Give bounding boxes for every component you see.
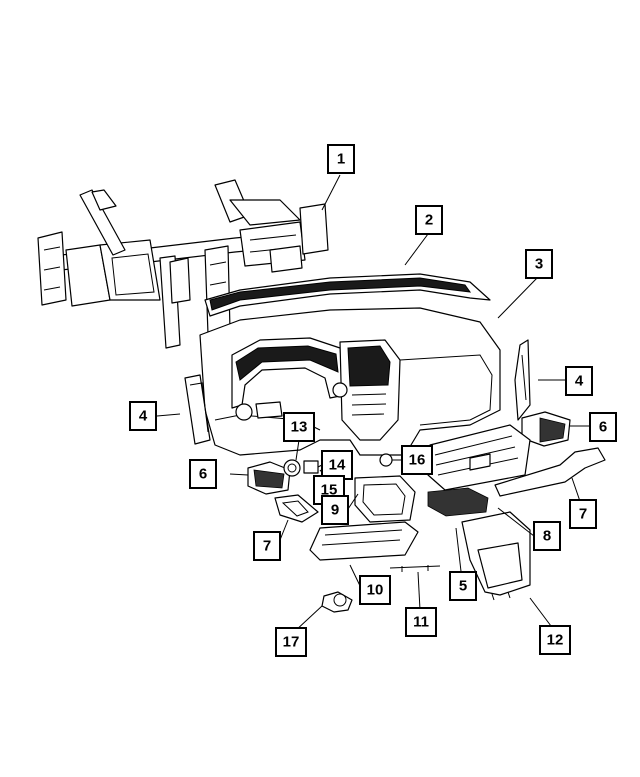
- part-console-trim: [461, 511, 531, 601]
- callout-2-label: 2: [425, 212, 433, 229]
- callout-11: 11: [405, 607, 437, 637]
- callout-6-right-label: 6: [599, 419, 607, 436]
- callout-12: 12: [539, 625, 571, 655]
- callout-14: 14: [321, 450, 353, 480]
- callout-16-label: 16: [409, 452, 426, 469]
- callout-17-label: 17: [283, 634, 300, 651]
- callout-14-label: 14: [329, 457, 346, 474]
- part-knob-16: [379, 453, 393, 467]
- part-end-cap-right: [514, 339, 531, 421]
- part-switch-13: [283, 459, 301, 477]
- callout-1: 1: [327, 144, 355, 174]
- part-center-bezel: [354, 475, 416, 523]
- callout-5: 5: [449, 571, 477, 601]
- callout-7-right: 7: [569, 499, 597, 529]
- callout-6-left: 6: [189, 459, 217, 489]
- part-top-cover-defroster: [204, 273, 491, 317]
- callout-10: 10: [359, 575, 391, 605]
- part-knee-bolster: [309, 521, 419, 561]
- callout-7-left-label: 7: [263, 538, 271, 555]
- part-cross-car-beam: [37, 179, 329, 349]
- callout-15-label: 15: [321, 482, 338, 499]
- callout-7-right-label: 7: [579, 506, 587, 523]
- callout-11-label: 11: [413, 614, 429, 631]
- callout-6-right: 6: [589, 412, 617, 442]
- callout-7-left: 7: [253, 531, 281, 561]
- callout-3-label: 3: [535, 256, 543, 273]
- part-instrument-panel-body: [199, 307, 501, 456]
- part-bracket-11: [389, 565, 441, 572]
- callout-8-label: 8: [543, 528, 551, 545]
- part-end-cap-left: [184, 374, 211, 445]
- part-trim-strip-left: [274, 494, 319, 523]
- callout-1-label: 1: [337, 151, 345, 168]
- callout-12-label: 12: [547, 632, 564, 649]
- part-trim-strip-right: [494, 447, 606, 497]
- part-knob-17: [321, 591, 353, 613]
- callout-16: 16: [401, 445, 433, 475]
- callout-4-left: 4: [129, 401, 157, 431]
- part-outlet-left: [247, 461, 291, 495]
- callout-3: 3: [525, 249, 553, 279]
- part-center-vent: [427, 487, 489, 517]
- callout-4-left-label: 4: [139, 408, 148, 425]
- part-switch-14: [303, 460, 319, 474]
- callout-13: 13: [283, 412, 315, 442]
- callout-4-right-label: 4: [575, 373, 584, 390]
- callout-5-label: 5: [459, 578, 467, 595]
- callout-17: 17: [275, 627, 307, 657]
- callout-2: 2: [415, 205, 443, 235]
- callout-9: 9: [321, 495, 349, 525]
- callout-10-label: 10: [367, 582, 384, 599]
- callout-13-label: 13: [291, 419, 308, 436]
- callout-4-right: 4: [565, 366, 593, 396]
- callout-8: 8: [533, 521, 561, 551]
- callout-6-left-label: 6: [199, 466, 207, 483]
- callout-9-label: 9: [331, 502, 339, 519]
